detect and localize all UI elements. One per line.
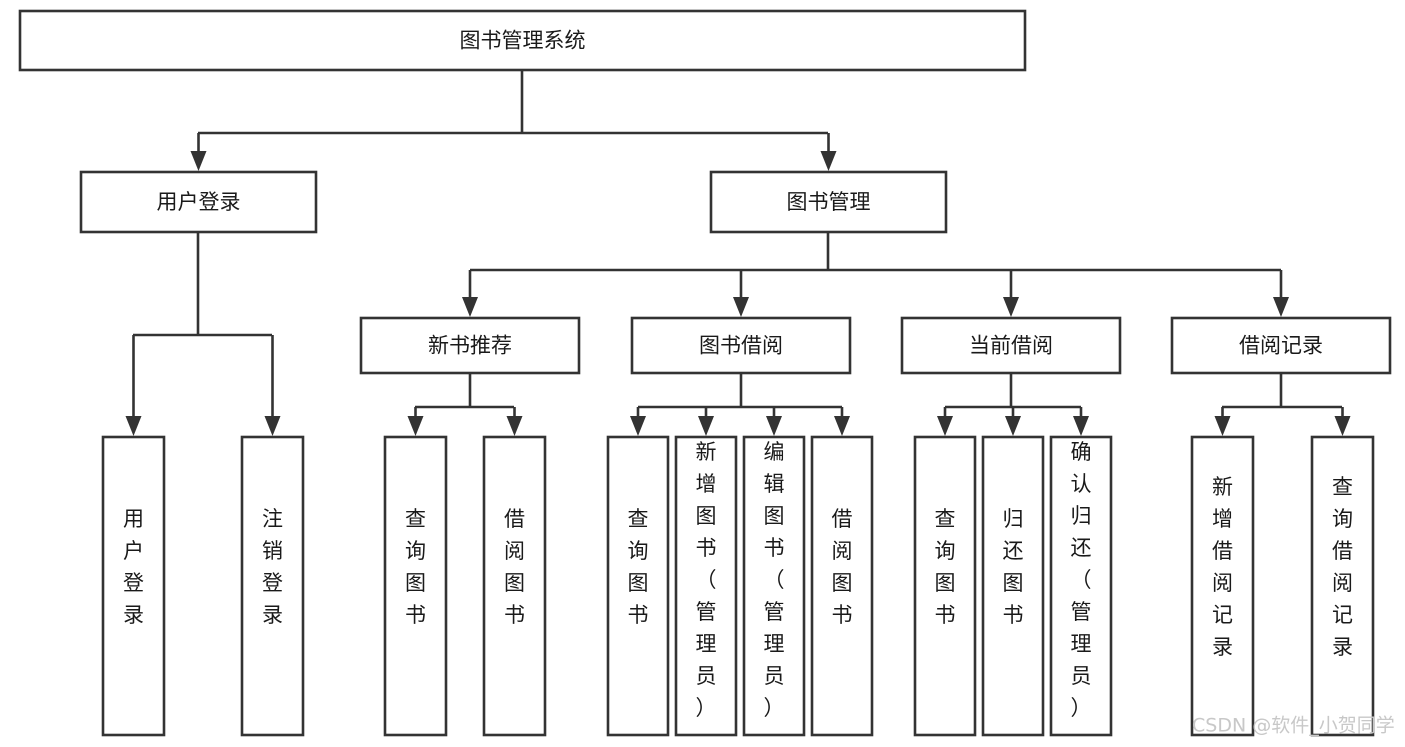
arrow-head-icon — [190, 151, 207, 171]
connector-group-book-management — [462, 232, 1289, 317]
node-label-leaf-user-login: 用户登录 — [123, 507, 144, 627]
node-box-borrow-record[interactable] — [1170, 316, 1392, 375]
arrow-head-icon — [264, 416, 281, 436]
arrow-head-icon — [698, 416, 714, 436]
arrow-head-icon — [1214, 416, 1231, 436]
node-box-new-book-recommend[interactable] — [359, 316, 581, 375]
node-leaf-query-book-1[interactable]: 查询图书 — [383, 435, 448, 737]
connector-layer — [125, 70, 1351, 436]
node-label-leaf-query-book-2: 查询图书 — [628, 507, 649, 627]
node-leaf-borrow-book-2[interactable]: 借阅图书 — [810, 435, 874, 737]
node-label-leaf-borrow-book-2: 借阅图书 — [832, 507, 853, 627]
connector-group-root — [190, 70, 837, 171]
node-label-leaf-user-logout: 注销登录 — [262, 507, 283, 627]
node-box-leaf-user-login[interactable] — [101, 435, 166, 737]
node-label-leaf-return-book: 归还图书 — [1003, 507, 1024, 627]
node-label-user-login: 用户登录 — [157, 190, 241, 214]
arrow-head-icon — [937, 416, 953, 436]
node-leaf-query-book-3[interactable]: 查询图书 — [913, 435, 977, 737]
node-label-leaf-borrow-book-1: 借阅图书 — [504, 507, 525, 627]
node-label-new-book-recommend: 新书推荐 — [428, 334, 512, 358]
node-label-leaf-add-book: 新增图书（管理员） — [696, 440, 717, 720]
arrow-head-icon — [834, 416, 850, 436]
node-box-current-borrow[interactable] — [900, 316, 1122, 375]
node-leaf-return-book[interactable]: 归还图书 — [981, 435, 1045, 737]
node-new-book-recommend[interactable]: 新书推荐 — [359, 316, 581, 375]
node-label-root: 图书管理系统 — [460, 29, 586, 53]
connector-group-new-book-recommend — [407, 373, 523, 436]
arrow-head-icon — [630, 416, 646, 436]
node-box-leaf-query-book-3[interactable] — [913, 435, 977, 737]
node-label-book-management: 图书管理 — [787, 190, 871, 214]
node-label-leaf-query-book-3: 查询图书 — [935, 507, 956, 627]
connector-group-user-login — [125, 232, 281, 436]
arrow-head-icon — [1273, 297, 1289, 317]
node-box-leaf-query-record[interactable] — [1310, 435, 1375, 737]
arrow-head-icon — [407, 416, 424, 436]
node-book-borrow[interactable]: 图书借阅 — [630, 316, 852, 375]
node-leaf-user-logout[interactable]: 注销登录 — [240, 435, 305, 737]
node-leaf-query-book-2[interactable]: 查询图书 — [606, 435, 670, 737]
node-box-leaf-return-book[interactable] — [981, 435, 1045, 737]
node-box-book-management[interactable] — [709, 170, 948, 234]
csdn-watermark: CSDN @软件_小贺同学 — [1192, 715, 1395, 737]
node-leaf-user-login[interactable]: 用户登录 — [101, 435, 166, 737]
node-box-root[interactable] — [18, 9, 1027, 72]
node-box-leaf-query-book-2[interactable] — [606, 435, 670, 737]
node-box-leaf-borrow-book-1[interactable] — [482, 435, 547, 737]
node-current-borrow[interactable]: 当前借阅 — [900, 316, 1122, 375]
node-box-leaf-borrow-book-2[interactable] — [810, 435, 874, 737]
connector-group-borrow-record — [1214, 373, 1351, 436]
node-box-user-login[interactable] — [79, 170, 318, 234]
arrow-head-icon — [1003, 297, 1019, 317]
node-leaf-add-record[interactable]: 新增借阅记录 — [1190, 435, 1255, 737]
node-leaf-edit-book[interactable]: 编辑图书（管理员） — [742, 435, 806, 737]
node-box-leaf-edit-book[interactable] — [742, 435, 806, 737]
node-borrow-record[interactable]: 借阅记录 — [1170, 316, 1392, 375]
connector-group-book-borrow — [630, 373, 850, 436]
node-leaf-query-record[interactable]: 查询借阅记录 — [1310, 435, 1375, 737]
connector-group-current-borrow — [937, 373, 1089, 436]
node-box-leaf-query-book-1[interactable] — [383, 435, 448, 737]
arrow-head-icon — [462, 297, 478, 317]
node-label-leaf-add-record: 新增借阅记录 — [1212, 475, 1233, 659]
node-label-leaf-edit-book: 编辑图书（管理员） — [764, 440, 785, 720]
arrow-head-icon — [733, 297, 749, 317]
node-box-leaf-add-record[interactable] — [1190, 435, 1255, 737]
node-user-login[interactable]: 用户登录 — [79, 170, 318, 234]
node-label-leaf-query-book-1: 查询图书 — [405, 507, 426, 627]
node-label-leaf-query-record: 查询借阅记录 — [1332, 475, 1353, 659]
node-label-current-borrow: 当前借阅 — [969, 334, 1053, 358]
node-layer: 图书管理系统用户登录图书管理新书推荐图书借阅当前借阅借阅记录用户登录注销登录查询… — [18, 9, 1392, 737]
node-root[interactable]: 图书管理系统 — [18, 9, 1027, 72]
arrow-head-icon — [1005, 416, 1021, 436]
arrow-head-icon — [125, 416, 142, 436]
node-leaf-confirm-return[interactable]: 确认归还（管理员） — [1049, 435, 1113, 737]
node-box-book-borrow[interactable] — [630, 316, 852, 375]
node-leaf-add-book[interactable]: 新增图书（管理员） — [674, 435, 738, 737]
node-book-management[interactable]: 图书管理 — [709, 170, 948, 234]
arrow-head-icon — [1334, 416, 1351, 436]
node-box-leaf-user-logout[interactable] — [240, 435, 305, 737]
node-label-book-borrow: 图书借阅 — [699, 334, 783, 358]
node-label-borrow-record: 借阅记录 — [1239, 334, 1323, 358]
node-box-leaf-add-book[interactable] — [674, 435, 738, 737]
node-leaf-borrow-book-1[interactable]: 借阅图书 — [482, 435, 547, 737]
arrow-head-icon — [766, 416, 782, 436]
arrow-head-icon — [506, 416, 523, 436]
node-box-leaf-confirm-return[interactable] — [1049, 435, 1113, 737]
arrow-head-icon — [820, 151, 837, 171]
arrow-head-icon — [1073, 416, 1089, 436]
node-label-leaf-confirm-return: 确认归还（管理员） — [1071, 440, 1092, 720]
